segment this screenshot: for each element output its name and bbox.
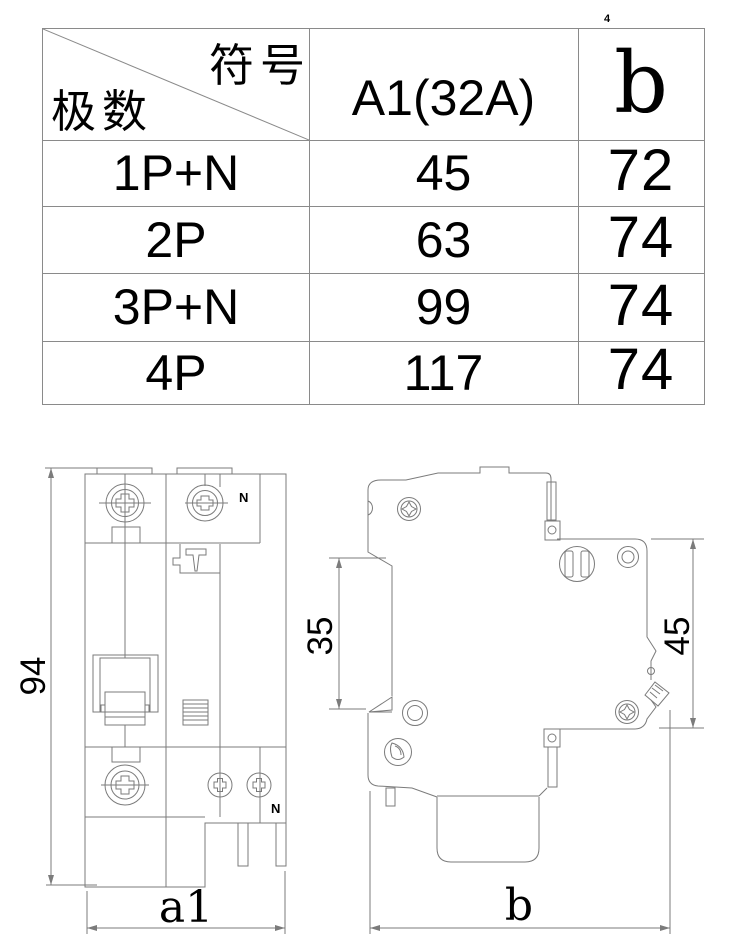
side-lower-clip-hole	[547, 733, 557, 743]
terminal-screw-icon	[101, 764, 149, 806]
dim-b-label: b	[505, 880, 533, 931]
slotted-adjuster-icon	[559, 546, 595, 582]
dim-a1-label: a1	[159, 882, 213, 933]
table-row-b: 74	[607, 272, 675, 338]
side-left-notch	[367, 500, 373, 516]
dimension-94: 94	[14, 467, 97, 886]
header-diagonal-line	[43, 29, 309, 140]
table-row-b: 74	[607, 337, 675, 402]
latch-pin-hole	[647, 667, 655, 675]
table-row-poles: 2P	[145, 211, 207, 268]
connector-pin	[275, 822, 287, 867]
stray-mark: 4	[604, 13, 611, 25]
torx-screw-icon	[615, 700, 639, 724]
front-lower-slot	[111, 746, 141, 763]
header-symbol-label: 符号	[208, 39, 311, 91]
table-row-b: 72	[607, 137, 675, 203]
front-view: N	[14, 467, 287, 934]
side-bottom-left-outline	[367, 713, 438, 798]
side-clip-rail	[546, 481, 557, 521]
small-screw-icon	[246, 772, 272, 798]
dimension-35: 35	[301, 557, 386, 710]
t-mark-icon	[185, 548, 207, 572]
side-lower-clip-block	[543, 728, 561, 748]
table-row-divider	[43, 206, 704, 207]
table-row-a1: 117	[403, 344, 484, 401]
connector-pin	[237, 822, 249, 867]
side-bottom-edge	[437, 787, 548, 797]
outline-drawings: N	[14, 466, 704, 934]
din-latch-icon	[644, 681, 670, 707]
din-clip-tab	[385, 787, 396, 807]
header-width-column: b	[614, 34, 668, 132]
torx-screw-icon	[397, 497, 421, 521]
table-column-divider	[309, 29, 310, 404]
header-poles-label: 极数	[51, 85, 154, 137]
neutral-label-top: N	[239, 490, 248, 505]
table-row-divider	[43, 273, 704, 274]
ring-hole-icon	[402, 700, 428, 726]
dim-94-label: 94	[14, 657, 53, 696]
table-row-b: 74	[607, 205, 675, 270]
side-clip-block	[544, 520, 561, 541]
neutral-label-bottom: N	[271, 801, 280, 816]
terminal-screw-icon	[99, 474, 151, 658]
table-row-poles: 1P+N	[112, 145, 240, 201]
front-top-tab	[96, 467, 153, 475]
front-terminal-slot	[111, 526, 141, 544]
dimension-a1: a1	[86, 871, 286, 934]
table-row-a1: 99	[415, 279, 472, 335]
dimension-b: b	[369, 710, 671, 934]
toggle-switch-icon	[92, 654, 159, 747]
table-row-poles: 3P+N	[112, 279, 240, 335]
side-clip-hole	[547, 525, 557, 535]
terminal-screw-icon	[185, 474, 228, 522]
dimension-table: 符号 极数 A1(32A) b 1P+N 45 72 2P 63 74 3P+N…	[42, 28, 705, 405]
header-spec-column: A1(32A)	[351, 69, 536, 126]
dim-45-label: 45	[658, 617, 697, 656]
table-row-poles: 4P	[145, 344, 207, 401]
small-screw-icon	[207, 772, 233, 798]
table-row-divider	[43, 341, 704, 342]
ring-hole-icon	[617, 546, 639, 568]
side-lower-clip-rail	[547, 746, 558, 788]
side-view: 35 45 b	[301, 466, 704, 934]
test-button-icon	[182, 699, 209, 726]
side-face-outline	[557, 538, 657, 730]
table-row-a1: 63	[415, 211, 472, 268]
dimension-45: 45	[651, 538, 704, 729]
t-mark-box	[172, 544, 221, 574]
table-row-divider	[43, 140, 704, 141]
cam-screw-icon	[384, 738, 412, 766]
side-din-channel	[367, 490, 393, 696]
side-terminal-housing	[436, 797, 540, 863]
side-rail-hook	[368, 696, 393, 713]
table-row-a1: 45	[415, 145, 472, 201]
side-top-outline	[367, 466, 552, 520]
dim-35-label: 35	[301, 617, 340, 656]
front-top-tab	[176, 467, 233, 475]
front-body-outline	[84, 473, 287, 888]
table-column-divider	[578, 29, 579, 404]
